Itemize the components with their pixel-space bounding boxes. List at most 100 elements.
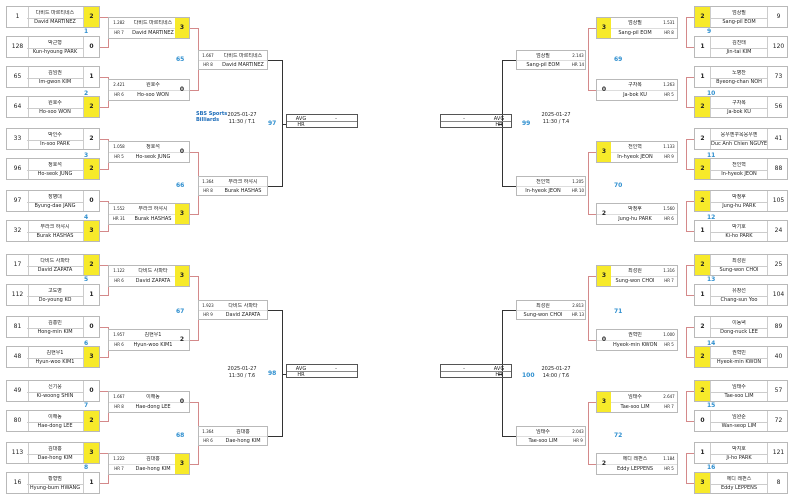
player-name-en: Wan-seop LIM [721,423,757,429]
match-schedule: 2025-01-27 11:30 / T.1 [227,112,257,125]
bracket-line [588,90,596,91]
bracket-line [282,310,283,437]
divider [27,484,83,485]
divider [27,140,83,141]
divider [517,186,585,187]
match-number: 66 [176,182,185,189]
match-score: 0 [601,336,607,343]
divider [27,170,83,171]
player-name-kr: 김홍민 [48,320,62,326]
player-name-kr: 권혁민 [628,332,642,338]
bracket-line [686,453,687,484]
divider [109,214,189,215]
bracket-line [686,357,694,358]
bracket-line [686,201,687,232]
match-score: 0 [83,37,99,57]
divider [27,328,83,329]
match-number: 9 [707,28,712,35]
divider [287,371,357,372]
bracket-line [686,17,687,48]
divider [711,202,767,203]
avg-label: AVG [493,116,505,122]
seed-number: 17 [7,255,29,275]
player-name-en: Hyung-bum HWANG [29,485,81,491]
player-name-en: Do-young KO [38,297,72,303]
hr-label: HR [495,122,503,128]
player-name-en: Byung-dae JANG [34,203,76,209]
player-name-kr: 전인혁 [732,162,746,168]
player-name-kr: 신기웅 [48,384,62,390]
match-number: 68 [176,432,185,439]
bracket-line [686,107,694,108]
player-name-en: Hyun-woo KIM1 [133,342,173,348]
divider [199,186,267,187]
player-name-kr: 다비드 사파타 [40,258,70,264]
match-score: 3 [175,18,189,38]
match-number: 98 [268,370,277,377]
seed-number: 128 [7,37,29,57]
player-name-en: In-hyeok JEON [617,154,653,160]
hr-value: HR 13 [571,312,585,317]
